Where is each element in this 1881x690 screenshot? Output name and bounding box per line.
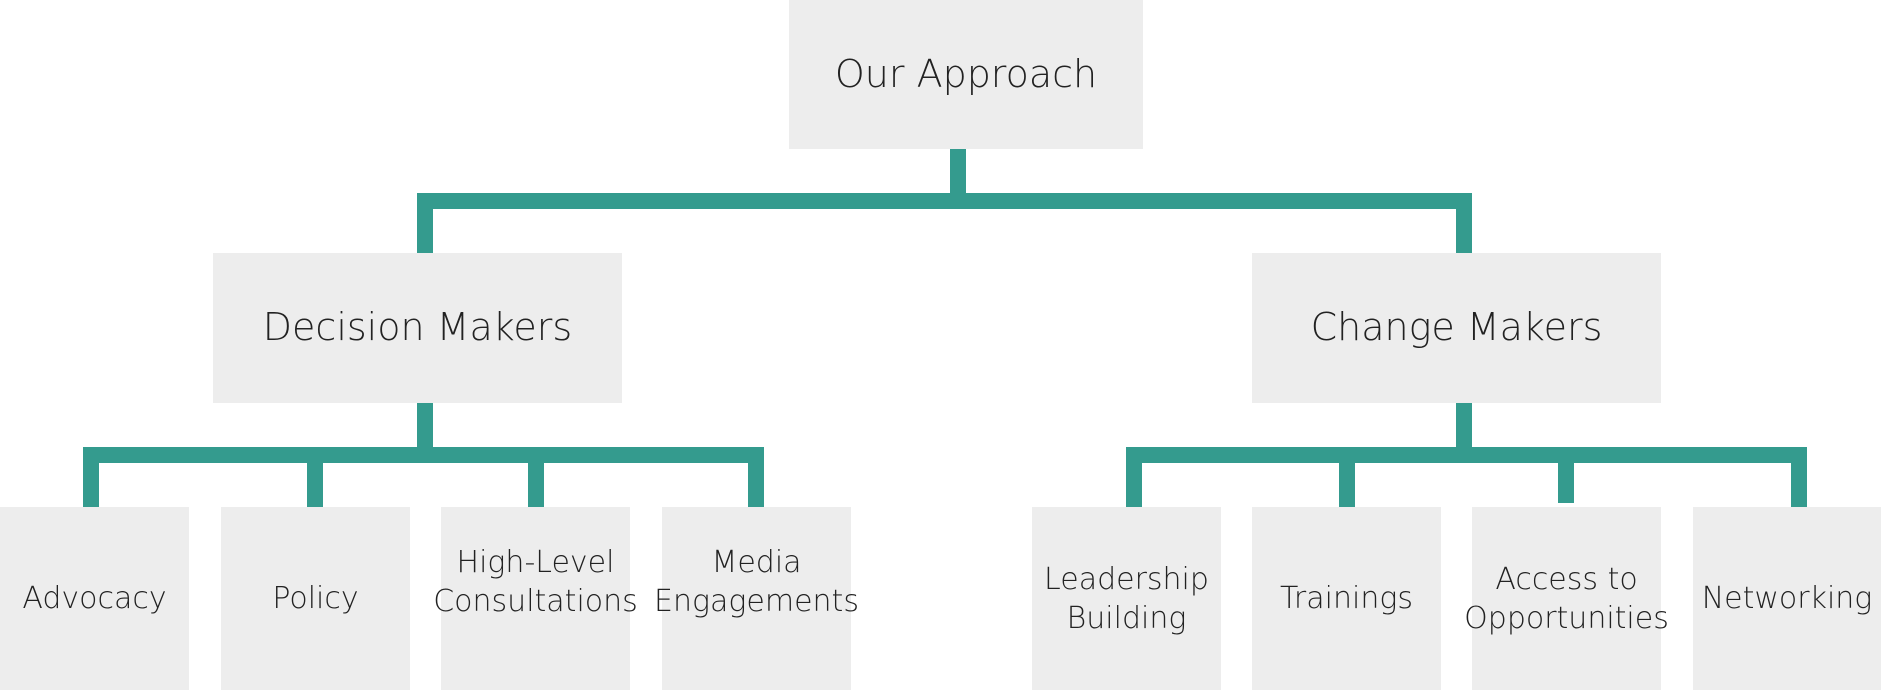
advocacy-label: Advocacy — [22, 581, 167, 616]
access-to-opportunities-label: Access to Opportunities — [1464, 561, 1669, 636]
connector-change-down — [1456, 403, 1472, 455]
networking-label: Networking — [1701, 581, 1873, 616]
connector-root-down — [950, 149, 966, 201]
decision-makers-node: Decision Makers — [213, 253, 622, 403]
decision-makers-label: Decision Makers — [262, 305, 573, 350]
connector-root-bar — [417, 193, 1472, 209]
advocacy-node: Advocacy — [0, 507, 189, 690]
trainings-node: Trainings — [1252, 507, 1441, 690]
connector-policy-drop — [307, 447, 323, 507]
connector-networking-drop — [1791, 447, 1807, 507]
policy-node: Policy — [221, 507, 410, 690]
connector-change-drop — [1456, 193, 1472, 253]
policy-label: Policy — [272, 581, 359, 616]
connector-decision-bar — [83, 447, 764, 463]
connector-decision-down — [417, 403, 433, 455]
root-label: Our Approach — [834, 51, 1098, 96]
change-makers-node: Change Makers — [1252, 253, 1661, 403]
high-level-consultations-label: High-Level Consultations — [433, 545, 638, 619]
trainings-label: Trainings — [1280, 581, 1413, 616]
media-engagements-label: Media Engagements — [654, 545, 859, 619]
networking-node: Networking — [1693, 507, 1881, 690]
connector-access-drop — [1558, 447, 1574, 503]
connector-consultations-drop — [528, 447, 544, 507]
connector-decision-drop — [417, 193, 433, 253]
connector-leadership-drop — [1126, 447, 1142, 507]
access-to-opportunities-node: Access to Opportunities — [1464, 507, 1669, 690]
leadership-building-node: Leadership Building — [1032, 507, 1221, 690]
change-makers-label: Change Makers — [1310, 305, 1603, 350]
high-level-consultations-node: High-Level Consultations — [433, 507, 638, 690]
connector-advocacy-drop — [83, 447, 99, 507]
leadership-building-label: Leadership Building — [1044, 561, 1209, 636]
connector-trainings-drop — [1339, 447, 1355, 507]
root-node: Our Approach — [789, 0, 1143, 149]
connector-change-bar — [1126, 447, 1807, 463]
media-engagements-node: Media Engagements — [654, 507, 859, 690]
connector-media-drop — [748, 447, 764, 507]
